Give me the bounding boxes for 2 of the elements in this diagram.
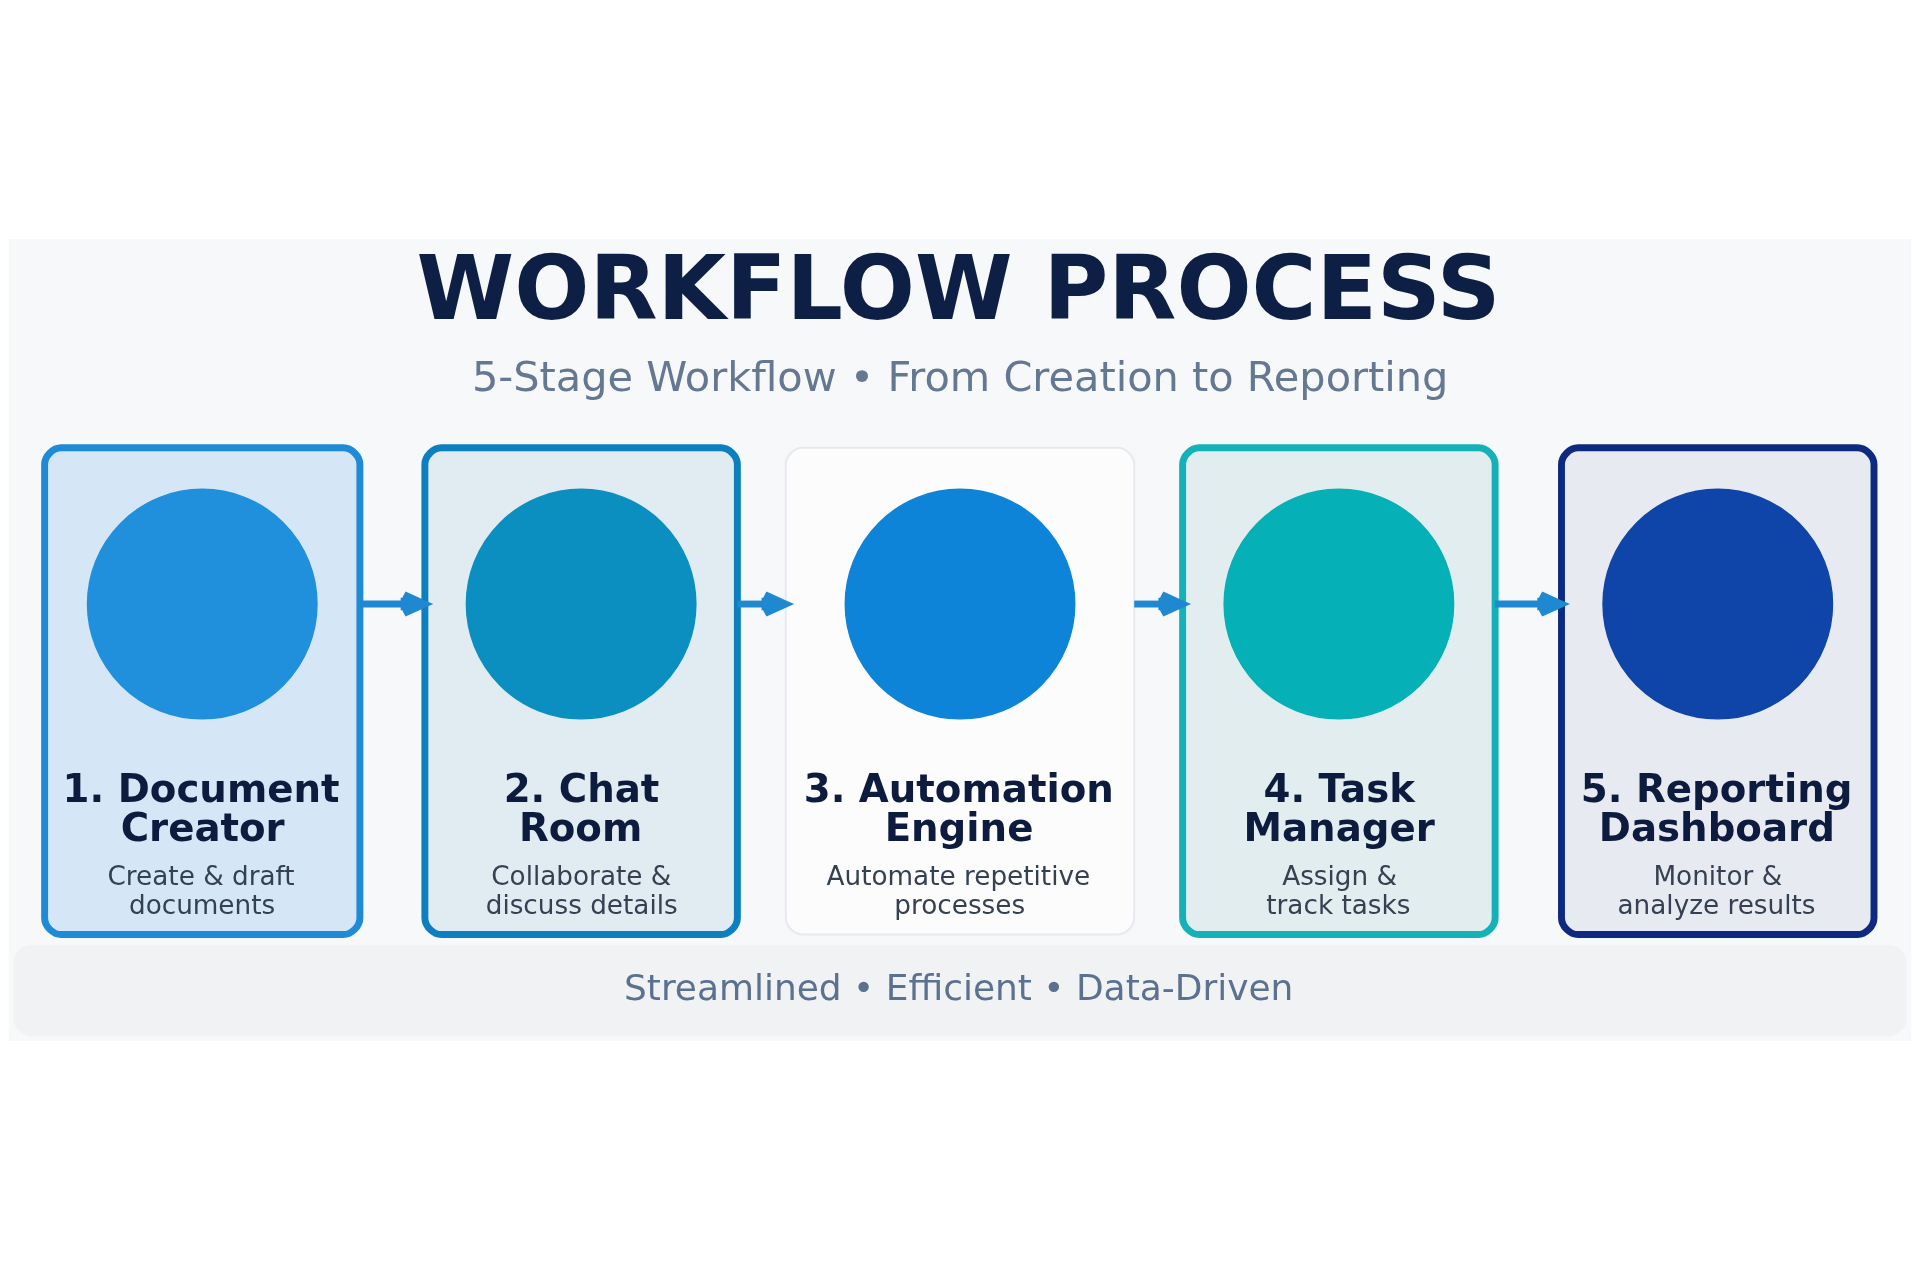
diagram-title: WORKFLOW PROCESS — [416, 237, 1501, 341]
label: 5-Stage Workflow • From Creation to Reporting — [471, 352, 1449, 402]
